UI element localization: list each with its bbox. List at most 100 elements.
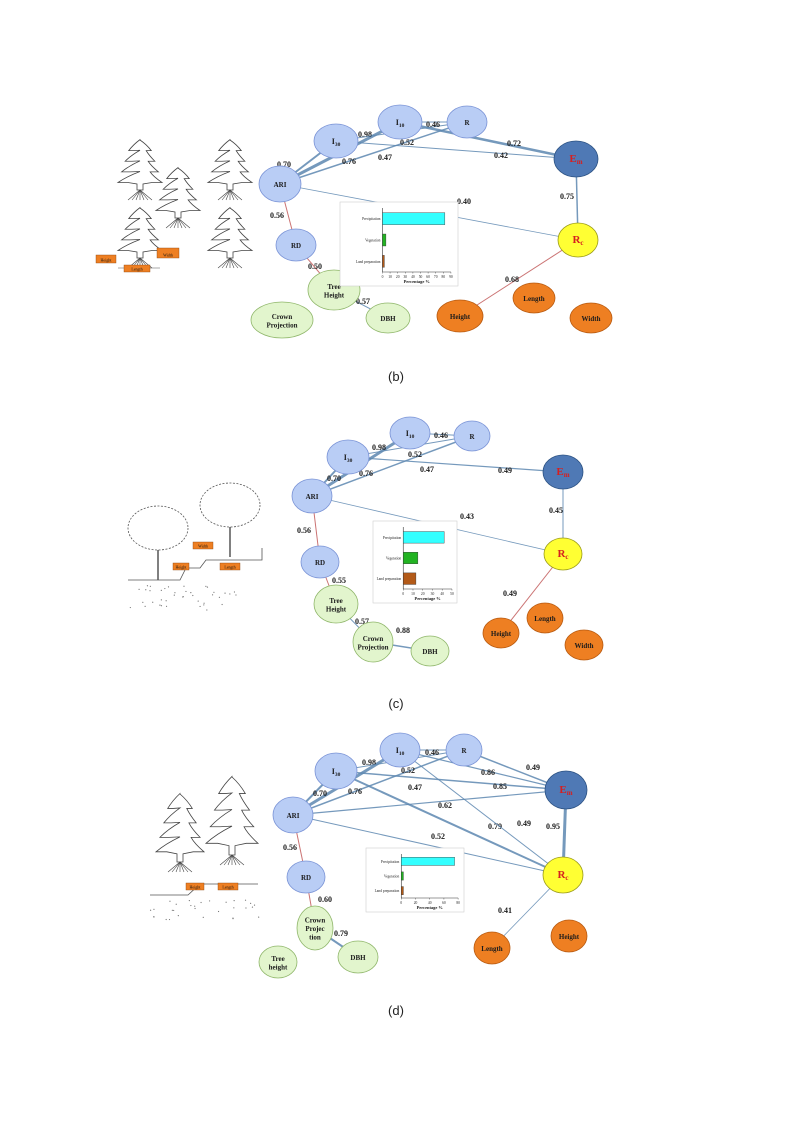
edge-label: 0.68	[505, 275, 519, 284]
soil-dot-icon	[226, 902, 227, 903]
tree-sketch-icon	[156, 168, 200, 218]
node-subscript: c	[565, 553, 568, 561]
node-shape	[314, 124, 358, 158]
node-label: Projection	[358, 643, 389, 651]
broadleaf-tree-icon	[200, 483, 260, 527]
edge-label: 0.60	[318, 895, 332, 904]
node-ari: ARI	[259, 166, 301, 202]
inset-tick-label: 50	[450, 592, 454, 596]
node-length: Length	[527, 603, 563, 633]
soil-dot-icon	[164, 588, 165, 589]
node-label: RD	[301, 874, 311, 882]
root-sketch-icon	[230, 190, 238, 200]
edge-label: 0.46	[425, 748, 439, 757]
node-rd: RD	[301, 546, 339, 578]
soil-dot-icon	[203, 604, 204, 605]
soil-dot-icon	[245, 900, 246, 901]
edge-label: 0.88	[396, 626, 410, 635]
soil-dot-icon	[178, 915, 179, 916]
soil-dot-icon	[174, 594, 175, 595]
soil-dot-icon	[150, 910, 151, 911]
node-th: Treeheight	[259, 946, 297, 978]
soil-dot-icon	[172, 910, 173, 911]
soil-dot-icon	[235, 594, 236, 595]
caption-b: (b)	[388, 369, 404, 384]
node-height: Height	[551, 920, 587, 952]
sketch-label-text: Height	[190, 884, 202, 889]
inset-category-label: Vegetation	[365, 239, 381, 243]
node-label: ARI	[287, 812, 300, 820]
soil-dot-icon	[258, 917, 259, 918]
edge-label: 0.76	[348, 787, 362, 796]
inset-bar	[382, 213, 444, 225]
soil-dot-icon	[147, 585, 148, 586]
node-rc: Rc	[543, 857, 583, 893]
soil-dot-icon	[138, 589, 139, 590]
edge-label: 0.49	[503, 589, 517, 598]
node-width: Width	[565, 630, 603, 660]
edge-I10-Em	[400, 122, 576, 159]
inset-xlabel: Percentage %	[415, 596, 441, 601]
node-label: Length	[523, 295, 545, 303]
node-label: Height	[450, 313, 471, 321]
soil-dot-icon	[189, 900, 190, 901]
sketch-label-text: Length	[131, 266, 142, 271]
sketch-label-text: Height	[176, 564, 188, 569]
soil-dot-icon	[250, 903, 251, 904]
inset-category-label: Vegetation	[386, 557, 402, 561]
inset-chart-b: PrecipitationVegetationLand preparation0…	[340, 202, 458, 286]
edge-label: 0.49	[526, 763, 540, 772]
soil-dot-icon	[174, 592, 175, 593]
sketch-label-text: Width	[163, 252, 173, 257]
node-subscript: c	[580, 239, 583, 247]
sketch-dimension-label: Width	[193, 542, 213, 549]
node-em: Em	[554, 141, 598, 177]
sketch-dimension-label: Length	[124, 265, 150, 272]
soil-dot-icon	[233, 907, 234, 908]
sketch-b: Height WidthLength	[96, 140, 252, 272]
root-sketch-icon	[230, 258, 238, 268]
edge-label: 0.86	[481, 768, 495, 777]
root-sketch-icon	[140, 190, 148, 200]
node-subscript: 10	[409, 434, 415, 440]
edge-label: 0.43	[460, 512, 474, 521]
soil-dot-icon	[224, 593, 225, 594]
tree-sketch-icon	[208, 208, 252, 258]
node-width: Width	[570, 303, 612, 333]
soil-dot-icon	[229, 593, 230, 594]
soil-dot-icon	[252, 906, 253, 907]
node-label: Width	[575, 642, 594, 650]
node-label: RD	[291, 242, 301, 250]
node-label: Height	[326, 605, 347, 613]
node-ari: ARI	[273, 797, 313, 833]
node-em: Em	[543, 455, 583, 489]
soil-dot-icon	[245, 907, 246, 908]
node-label: RD	[315, 559, 325, 567]
node-i30: I30	[327, 440, 369, 474]
soil-dot-icon	[161, 590, 162, 591]
root-sketch-icon	[132, 190, 140, 200]
soil-dot-icon	[152, 602, 153, 603]
terrace-profile-icon	[128, 548, 262, 580]
soil-dot-icon	[183, 586, 184, 587]
edge-label: 0.56	[297, 526, 311, 535]
node-ari: ARI	[292, 479, 332, 513]
soil-dot-icon	[161, 605, 162, 606]
edge-label: 0.79	[334, 929, 348, 938]
sketch-label-text: Length	[224, 564, 235, 569]
sketch-dimension-label: Height	[96, 255, 116, 263]
edge-label: 0.56	[283, 843, 297, 852]
node-subscript: m	[577, 158, 583, 166]
edge-label: 0.75	[560, 192, 574, 201]
inset-chart-c: PrecipitationVegetationLand preparation0…	[373, 521, 457, 603]
node-r: R	[446, 734, 482, 766]
node-subscript: 30	[335, 142, 341, 148]
edge-label: 0.95	[546, 822, 560, 831]
node-subscript: 30	[335, 772, 341, 778]
inset-bar	[401, 872, 403, 880]
sketch-dimension-label: Height	[186, 883, 204, 890]
soil-dot-icon	[168, 586, 169, 587]
soil-dot-icon	[166, 606, 167, 607]
node-cp: CrownProjection	[353, 622, 393, 662]
soil-dot-icon	[149, 590, 150, 591]
